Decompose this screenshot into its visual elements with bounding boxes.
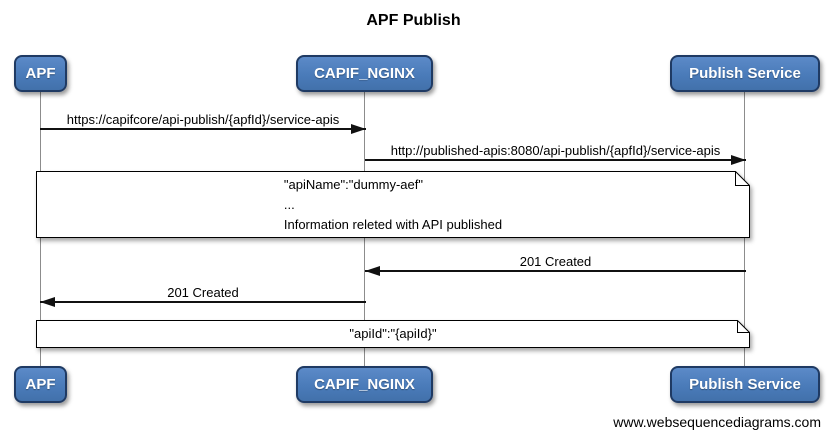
note-api-information: "apiName":"dummy-aef" ... Information re… [36, 171, 750, 238]
note-text: "apiId":"{apiId}" [36, 320, 750, 348]
arrowhead-left-icon [365, 266, 380, 276]
message-capif-to-apf: 201 Created [40, 283, 366, 307]
message-line [40, 301, 366, 303]
diagram-title: APF Publish [366, 12, 461, 29]
message-line [365, 270, 746, 272]
arrowhead-right-icon [351, 124, 366, 134]
actor-box-capif-nginx-top: CAPIF_NGINX [296, 55, 433, 92]
note-line: "apiName":"dummy-aef" [283, 177, 423, 192]
watermark: www.websequencediagrams.com [613, 414, 821, 430]
actor-box-capif-nginx-bottom: CAPIF_NGINX [296, 366, 433, 403]
note-line: "apiId":"{apiId}" [349, 326, 437, 341]
message-label: http://published-apis:8080/api-publish/{… [390, 143, 721, 158]
message-label: 201 Created [167, 285, 239, 300]
note-shape [36, 171, 750, 238]
arrowhead-left-icon [40, 297, 55, 307]
message-capif-to-publish: http://published-apis:8080/api-publish/{… [365, 141, 746, 165]
note-line: Information releted with API published [283, 217, 503, 232]
actor-box-apf-top: APF [14, 55, 67, 92]
actor-box-publish-service-bottom: Publish Service [670, 366, 820, 403]
message-label: https://capifcore/api-publish/{apfId}/se… [66, 112, 340, 127]
note-shape [36, 320, 750, 348]
message-publish-to-capif: 201 Created [365, 252, 746, 276]
message-apf-to-capif: https://capifcore/api-publish/{apfId}/se… [40, 110, 366, 134]
note-text: "apiName":"dummy-aef" ... Information re… [36, 171, 750, 238]
note-line: ... [283, 197, 295, 212]
actor-box-apf-bottom: APF [14, 366, 67, 403]
arrowhead-right-icon [731, 155, 746, 165]
message-label: 201 Created [519, 254, 592, 269]
message-line [40, 128, 366, 130]
message-line [365, 159, 746, 161]
actor-box-publish-service-top: Publish Service [670, 55, 820, 92]
note-api-id: "apiId":"{apiId}" [36, 320, 750, 348]
